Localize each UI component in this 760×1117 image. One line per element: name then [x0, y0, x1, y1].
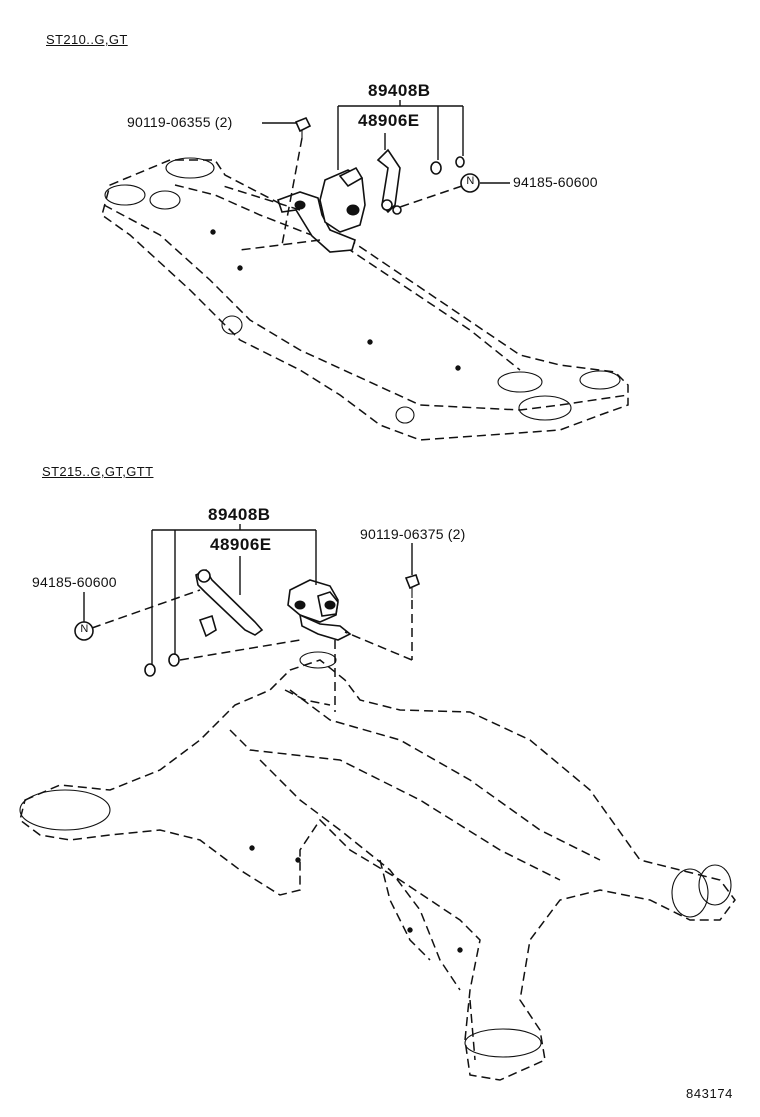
bottom-nut-part-number: 94185-60600 [32, 574, 117, 590]
bottom-assembly-part-number: 89408B [208, 505, 271, 524]
bottom-bolt-part-number: 90119-06375 (2) [360, 526, 466, 542]
bottom-link-part-number: 48906E [210, 535, 272, 554]
top-link-part-number: 48906E [358, 111, 420, 130]
top-leaders [219, 100, 510, 251]
bottom-model-label: ST215..G,GT,GTT [42, 464, 154, 479]
bottom-crossmember [19, 651, 736, 1081]
top-nut-letter: N [466, 175, 475, 187]
top-nut-part-number: 94185-60600 [513, 174, 598, 190]
bottom-leaders [83, 524, 413, 712]
figure-number: 843174 [686, 1086, 733, 1101]
top-bolt-part-number: 90119-06355 (2) [127, 114, 233, 130]
top-assembly-part-number: 89408B [368, 81, 431, 100]
bottom-nut-letter: N [80, 623, 89, 635]
top-crossmember [101, 157, 629, 441]
top-nut-symbol [460, 173, 480, 193]
top-model-label: ST210..G,GT [46, 32, 128, 47]
bottom-nut-symbol [74, 621, 94, 641]
top-height-sensor-assembly [276, 116, 465, 253]
bottom-height-sensor-assembly [144, 568, 420, 677]
